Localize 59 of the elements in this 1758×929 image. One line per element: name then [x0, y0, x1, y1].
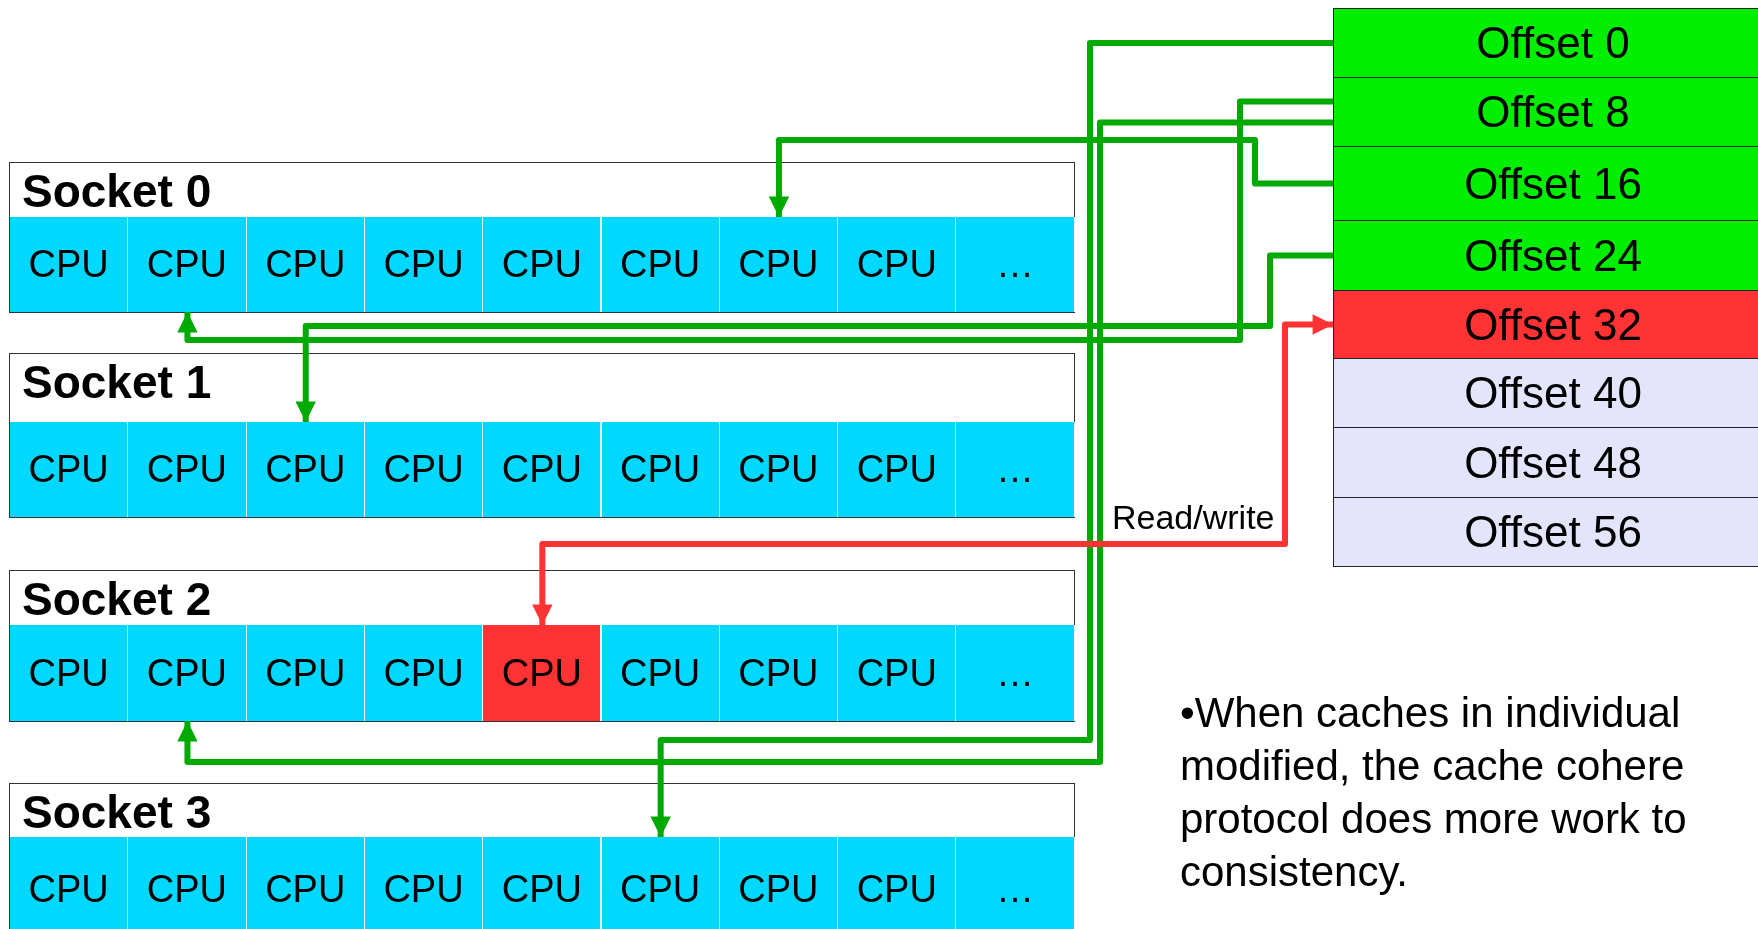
cpu-cell: CPU: [838, 837, 957, 929]
arrow: [532, 314, 1333, 625]
cpu-cell: CPU: [483, 837, 602, 929]
cpu-cell: CPU: [364, 217, 484, 312]
socket-box: [9, 783, 1075, 929]
cache-line-row: Offset 32: [1333, 290, 1758, 359]
cpu-cell: CPU: [246, 837, 365, 929]
cpu-cell: CPU: [601, 422, 720, 517]
socket-title: Socket 3: [22, 786, 212, 838]
cache-line-row: Offset 40: [1333, 358, 1758, 428]
cpu-cell: CPU: [483, 217, 602, 312]
socket-box: [9, 570, 1075, 722]
cache-line-row: Offset 16: [1333, 146, 1758, 221]
socket-title: Socket 0: [22, 165, 212, 217]
cpu-cell: CPU: [128, 625, 247, 721]
cpu-cell: CPU: [10, 837, 129, 929]
socket-box: [9, 162, 1075, 313]
cpu-cell: …: [956, 837, 1075, 929]
cpu-cell: CPU: [719, 422, 839, 517]
socket-title: Socket 1: [22, 356, 212, 408]
cpu-cell: CPU: [246, 217, 365, 312]
cpu-cell: CPU: [364, 837, 484, 929]
cache-line-row: Offset 56: [1333, 497, 1758, 567]
cpu-cell: CPU: [10, 422, 129, 517]
arrow: [650, 40, 1333, 837]
socket-box: [9, 353, 1075, 518]
cache-line-row: Offset 0: [1333, 8, 1758, 78]
arrow: [295, 252, 1333, 422]
cpu-cell: CPU: [601, 217, 720, 312]
cpu-cell: CPU: [483, 625, 602, 721]
cache-line-row: Offset 8: [1333, 77, 1758, 147]
cpu-cell: CPU: [601, 837, 720, 929]
cpu-cell: CPU: [246, 422, 365, 517]
cache-line-row: Offset 24: [1333, 220, 1758, 291]
cpu-cell: CPU: [719, 625, 839, 721]
cpu-cell: CPU: [719, 837, 839, 929]
cpu-cell: …: [956, 217, 1075, 312]
cpu-cell: CPU: [838, 217, 957, 312]
cpu-cell: …: [956, 625, 1075, 721]
arrow: [177, 98, 1333, 343]
cpu-cell: CPU: [719, 217, 839, 312]
arrow: [768, 137, 1333, 217]
note-text: •When caches in individual modified, the cache cohere protocol does more work to consistency.: [1180, 688, 1688, 897]
cpu-cell: CPU: [364, 422, 484, 517]
cpu-cell: CPU: [601, 625, 720, 721]
cpu-cell: CPU: [364, 625, 484, 721]
cpu-cell: CPU: [838, 625, 957, 721]
cpu-cell: CPU: [246, 625, 365, 721]
cpu-cell: CPU: [128, 422, 247, 517]
cpu-cell: CPU: [128, 217, 247, 312]
cpu-cell: CPU: [10, 217, 129, 312]
arrow: [177, 119, 1333, 765]
cpu-cell: CPU: [10, 625, 129, 721]
cpu-cell: CPU: [483, 422, 602, 517]
cache-line-row: Offset 48: [1333, 427, 1758, 498]
cpu-cell: …: [956, 422, 1075, 517]
cpu-cell: CPU: [838, 422, 957, 517]
socket-title: Socket 2: [22, 573, 212, 625]
cpu-cell: CPU: [128, 837, 247, 929]
